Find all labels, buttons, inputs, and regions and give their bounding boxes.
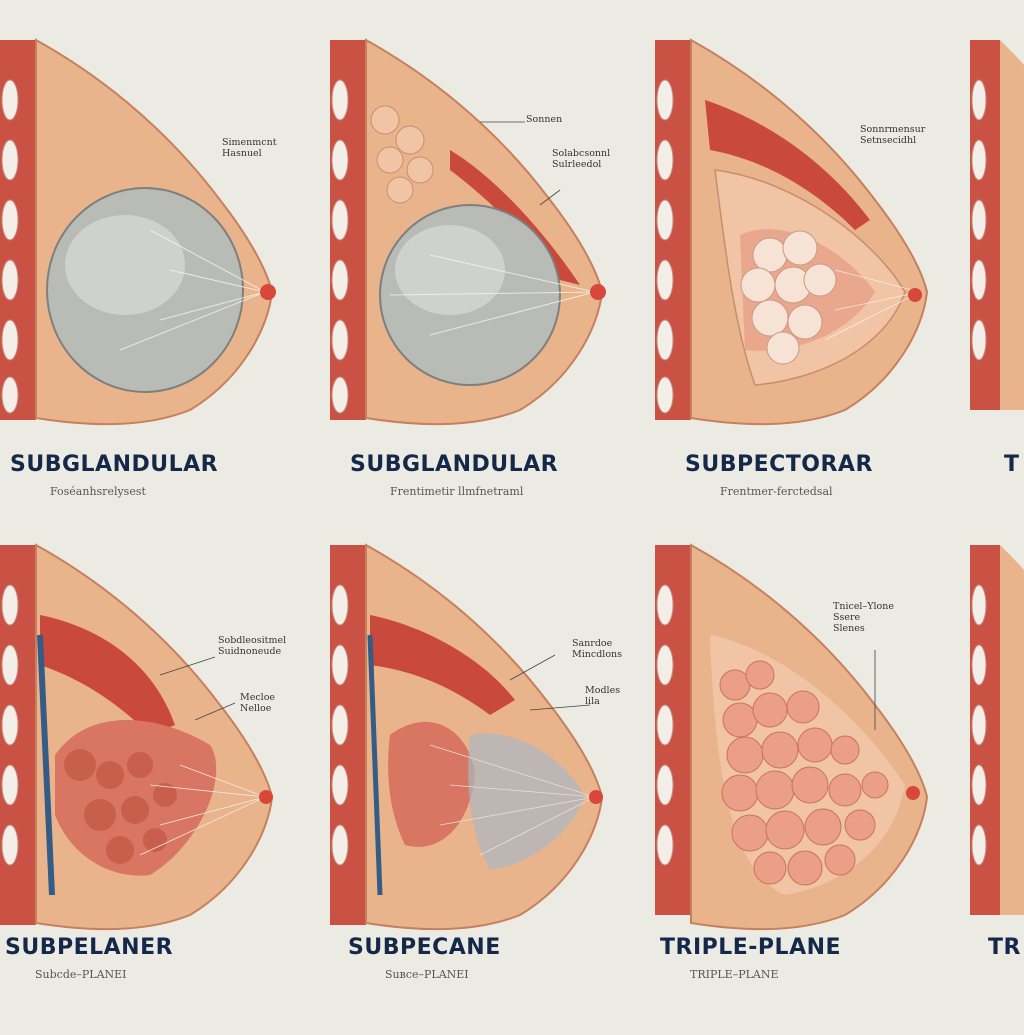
breast-crosssection-illustration	[330, 543, 604, 931]
breast-crosssection-illustration	[970, 545, 1024, 915]
panel-cut-right-1: T	[970, 30, 1024, 530]
breast-crosssection-illustration	[0, 38, 276, 426]
breast-crosssection-illustration	[330, 38, 606, 426]
panel-title: SUBGLANDULAR	[350, 452, 559, 477]
panel-subtitle: Frentimetir llmfnetraml	[390, 485, 524, 498]
annotation-label: Sonnen	[526, 114, 563, 125]
panel-subtitle: Subcde–PLANEI	[35, 968, 127, 981]
panel-subtitle: Frentmer-ferctedsal	[720, 485, 833, 498]
panel-title: SUBPELANER	[5, 935, 174, 960]
panel-title: SUBPECTORAR	[685, 452, 873, 477]
panel-subtitle: TRIPLE–PLANE	[690, 968, 779, 981]
panel-cut-right-2: TR	[970, 535, 1024, 1035]
panel-title: TRIPLE-PLANE	[660, 935, 842, 960]
panel-subtitle: Foséanhsrelysest	[50, 485, 146, 498]
panel-title: TR	[988, 935, 1021, 960]
panel-subtitle: Suвсе–PLANЕI	[385, 968, 469, 981]
breast-crosssection-illustration	[655, 38, 929, 426]
panel-title: SUBGLANDULAR	[10, 452, 219, 477]
breast-crosssection-illustration	[655, 543, 929, 931]
panel-title: SUBPECANE	[348, 935, 501, 960]
panel-title: T	[1004, 452, 1020, 477]
breast-crosssection-illustration	[970, 40, 1024, 410]
breast-crosssection-illustration	[0, 543, 274, 931]
